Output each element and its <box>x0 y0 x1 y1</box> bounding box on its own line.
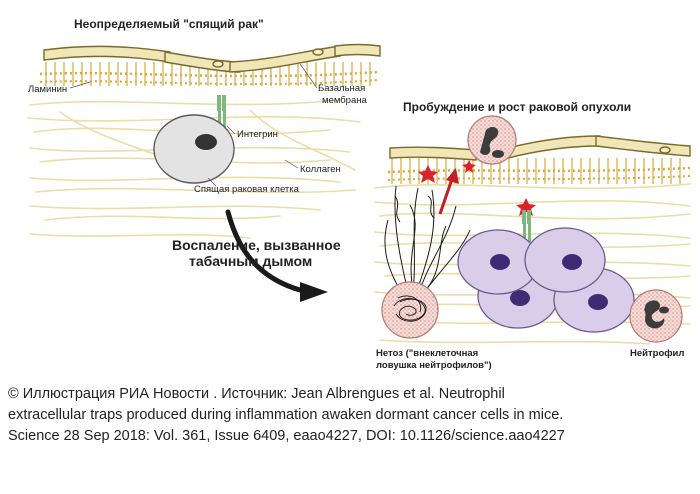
cancer-cell-cluster <box>457 227 635 333</box>
label-dormant-cell: Спящая раковая клетка <box>194 184 300 195</box>
caption-line-1: © Иллюстрация РИА Новости . Источник: Je… <box>8 386 505 402</box>
arrow-head <box>300 282 328 302</box>
laminin-ticks-right <box>391 158 681 184</box>
right-panel-title: Пробуждение и рост раковой опухоли <box>403 100 631 114</box>
dormant-cancer-cell <box>153 114 235 184</box>
label-basement-membrane-line2: мембрана <box>322 95 367 106</box>
left-panel: Неопределяемый "спящий рак" <box>27 17 381 239</box>
red-signal-arrow <box>438 168 459 215</box>
leader-lines-left <box>69 63 318 187</box>
neutrophil <box>629 289 683 343</box>
caption-line-2: extracellular traps produced during infl… <box>8 407 564 423</box>
label-basement-membrane-line1: Базальная <box>318 83 365 94</box>
basement-membrane-left <box>43 43 381 73</box>
left-panel-title: Неопределяемый "спящий рак" <box>74 17 264 31</box>
caption-line-3: Science 28 Sep 2018: Vol. 361, Issue 640… <box>8 428 565 444</box>
right-panel: Пробуждение и рост раковой опухоли <box>374 100 691 371</box>
arrow-label-line2: табачным дымом <box>189 253 312 269</box>
neutrophil-crossing-membrane <box>467 115 517 165</box>
inflammation-arrow: Воспаление, вызванное табачным дымом <box>172 209 341 302</box>
integrin-right <box>522 210 531 242</box>
arrow-label-line1: Воспаление, вызванное <box>172 237 341 253</box>
label-netosis-line1: Нетоз ("внеклеточная <box>376 348 478 359</box>
label-netosis-line2: ловушка нейтрофилов") <box>376 360 492 371</box>
cancer-cell <box>524 227 606 293</box>
laminin-ticks-left <box>45 62 371 86</box>
label-collagen: Коллаген <box>300 164 341 175</box>
label-neutrophil: Нейтрофил <box>630 348 684 359</box>
netosis-neutrophil <box>381 281 439 339</box>
laminin-comb-left <box>39 70 379 86</box>
label-laminin: Ламинин <box>28 84 67 95</box>
basement-membrane-right <box>389 135 691 161</box>
label-integrin: Интегрин <box>237 129 278 140</box>
source-caption: © Иллюстрация РИА Новости . Источник: Je… <box>8 384 692 447</box>
